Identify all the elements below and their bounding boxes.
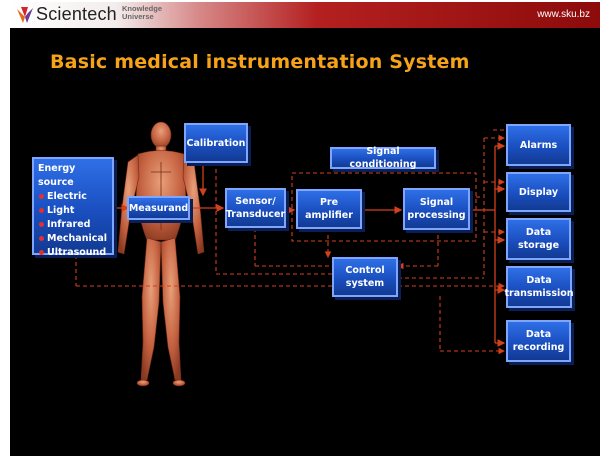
energy-source-box: Energy source Electric Light Infrared Me… <box>32 157 114 255</box>
measurand-box: Measurand <box>127 196 190 220</box>
energy-source-heading: Energy source <box>38 162 112 190</box>
control-system-box: Control system <box>332 257 398 297</box>
measurand-label: Measurand <box>129 202 188 215</box>
sensor-label-line-1: Sensor/ <box>235 195 275 208</box>
slide: Scientech Knowledge Universe www.sku.bz … <box>10 2 600 456</box>
alarms-label: Alarms <box>520 139 557 152</box>
energy-source-list: Electric Light Infrared Mechanical Ultra… <box>38 190 112 260</box>
data-transmission-box: Data transmission <box>506 266 572 308</box>
display-label: Display <box>519 186 558 199</box>
alarms-box: Alarms <box>506 124 571 166</box>
energy-item-light: Light <box>38 204 112 218</box>
calibration-label: Calibration <box>187 137 246 150</box>
signal-conditioning-label: Signal conditioning <box>332 145 434 171</box>
transmission-label-line-1: Data <box>526 274 551 287</box>
energy-item-infrared: Infrared <box>38 218 112 232</box>
storage-label-line-1: Data <box>526 226 551 239</box>
recording-label-line-2: recording <box>513 341 565 354</box>
display-box: Display <box>506 172 571 212</box>
energy-item-electric: Electric <box>38 190 112 204</box>
recording-label-line-1: Data <box>526 328 551 341</box>
preamp-label-line-1: Pre <box>320 196 338 209</box>
preamp-label-line-2: amplifier <box>305 209 353 222</box>
storage-label-line-2: storage <box>518 239 559 252</box>
signal-conditioning-box: Signal conditioning <box>330 147 436 169</box>
sensor-transducer-box: Sensor/ Transducer <box>225 188 286 228</box>
processing-label-line-2: processing <box>407 209 465 222</box>
sensor-label-line-2: Transducer <box>226 208 285 221</box>
signal-processing-box: Signal processing <box>403 188 470 230</box>
control-label-line-2: system <box>346 277 384 290</box>
energy-item-ultrasound: Ultrasound <box>38 246 112 260</box>
transmission-label-line-2: transmission <box>504 287 573 300</box>
control-label-line-1: Control <box>345 264 384 277</box>
preamplifier-box: Pre amplifier <box>296 189 362 229</box>
processing-label-line-1: Signal <box>420 196 453 209</box>
calibration-box: Calibration <box>184 123 248 163</box>
data-recording-box: Data recording <box>506 320 571 362</box>
energy-item-mechanical: Mechanical <box>38 232 112 246</box>
data-storage-box: Data storage <box>506 218 571 260</box>
